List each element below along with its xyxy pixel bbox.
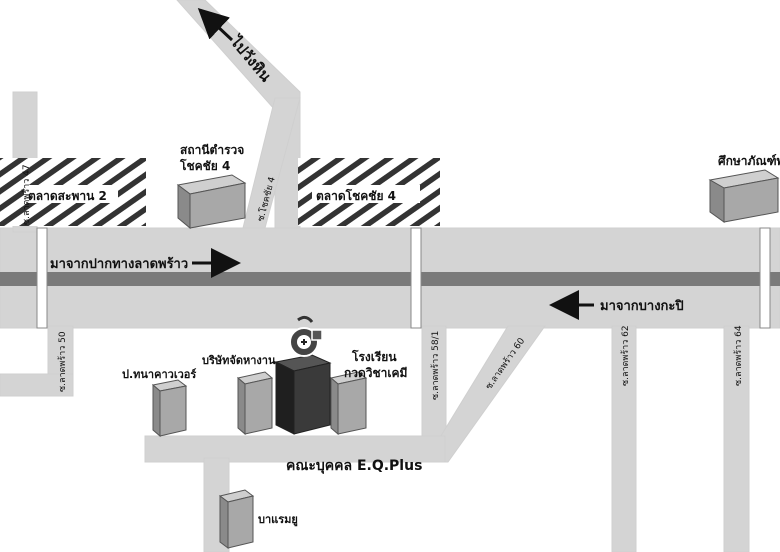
road-soi-50-branch [0,373,74,397]
label-eqplus: คณะบุคคล E.Q.Plus [286,458,422,474]
label-barembu: บาแรมยู [258,513,298,527]
label-from-bangkapi: มาจากบางกะปิ [600,299,684,314]
commerce-school-building [708,169,780,223]
label-soi-ladprao64: ซ.ลาดพร้าว 64 [733,325,744,386]
label-soi-ladprao62: ซ.ลาดพร้าว 62 [620,325,631,386]
label-police-line2: โชคชัย 4 [179,158,230,173]
label-market-saphan2: ตลาดสะพาน 2 [28,189,107,203]
road-median [0,272,780,286]
recruitment-company-building [236,371,274,436]
label-soi-ladprao50: ซ.ลาดพร้าว 50 [57,331,68,392]
eqplus-building [274,354,332,435]
road-soi-64 [723,325,750,552]
overpass-markers [36,227,771,329]
road-soi-62 [611,325,637,552]
road-soi-60 [424,325,546,463]
label-tanakawer: ป.ทนาคาวเวอร์ [122,368,196,381]
road-chokchai-4-south [242,97,301,229]
tanakawer-building [151,379,188,438]
label-soi-ladprao47: ซ.ลาดพร้าว 47 [21,164,32,225]
police-station-building [176,174,247,230]
label-commerce-school: ศึกษาภัณฑ์พาณิช [718,154,780,168]
label-from-ladprao: มาจากปากทางลาดพร้าว [50,256,188,272]
label-company: บริษัทจัดหางาน [202,354,276,367]
label-soi-ladprao58-1: ซ.ลาดพร้าว 58/1 [430,331,441,400]
eqplus-logo-icon [289,315,323,357]
label-school-line1: โรงเรียน [351,349,397,364]
label-police-line1: สถานีตำรวจ [180,143,244,157]
road-eqplus-street [144,435,446,463]
arrow-to-bowin [197,7,234,42]
label-school-line2: กวดวิชาเคมี [344,366,407,380]
barembu-building [218,489,255,549]
chemistry-tutor-school-building [329,371,368,436]
label-market-chokchai4: ตลาดโชคชัย 4 [316,188,396,203]
